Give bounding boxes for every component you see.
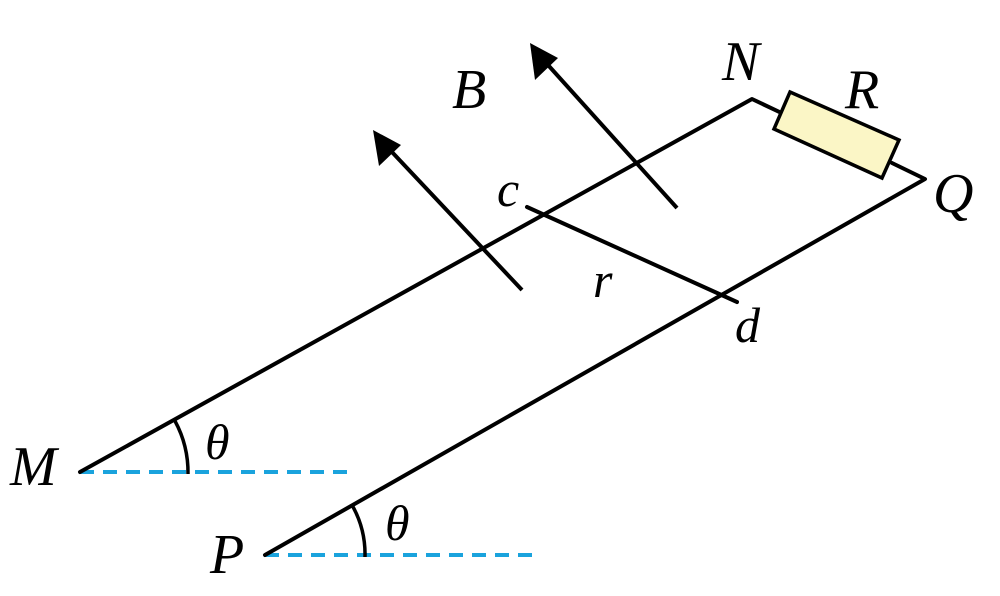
magnetic-field-arrow-1-shaft [389, 149, 524, 292]
label-r-rod: r [593, 252, 613, 308]
angle-arc-p [350, 504, 367, 558]
label-q: Q [933, 163, 973, 225]
label-theta-upper: θ [205, 414, 230, 470]
resistor-r [771, 89, 902, 181]
magnetic-field-arrow-2-head [530, 43, 558, 80]
magnetic-field-arrow-1-head [373, 130, 401, 166]
label-p: P [209, 524, 244, 586]
label-d: d [735, 297, 761, 353]
label-theta-lower: θ [385, 495, 410, 551]
rail-pq [263, 161, 927, 557]
label-r-resistor: R [844, 59, 879, 121]
label-c: c [497, 161, 519, 217]
magnetic-field-arrow-2-shaft [546, 63, 679, 210]
rail-mn [78, 97, 792, 474]
label-b-field: B [452, 59, 486, 121]
label-m: M [9, 436, 60, 498]
rod-cd [525, 205, 739, 304]
angle-arc-m [173, 420, 190, 475]
label-n: N [721, 31, 762, 93]
